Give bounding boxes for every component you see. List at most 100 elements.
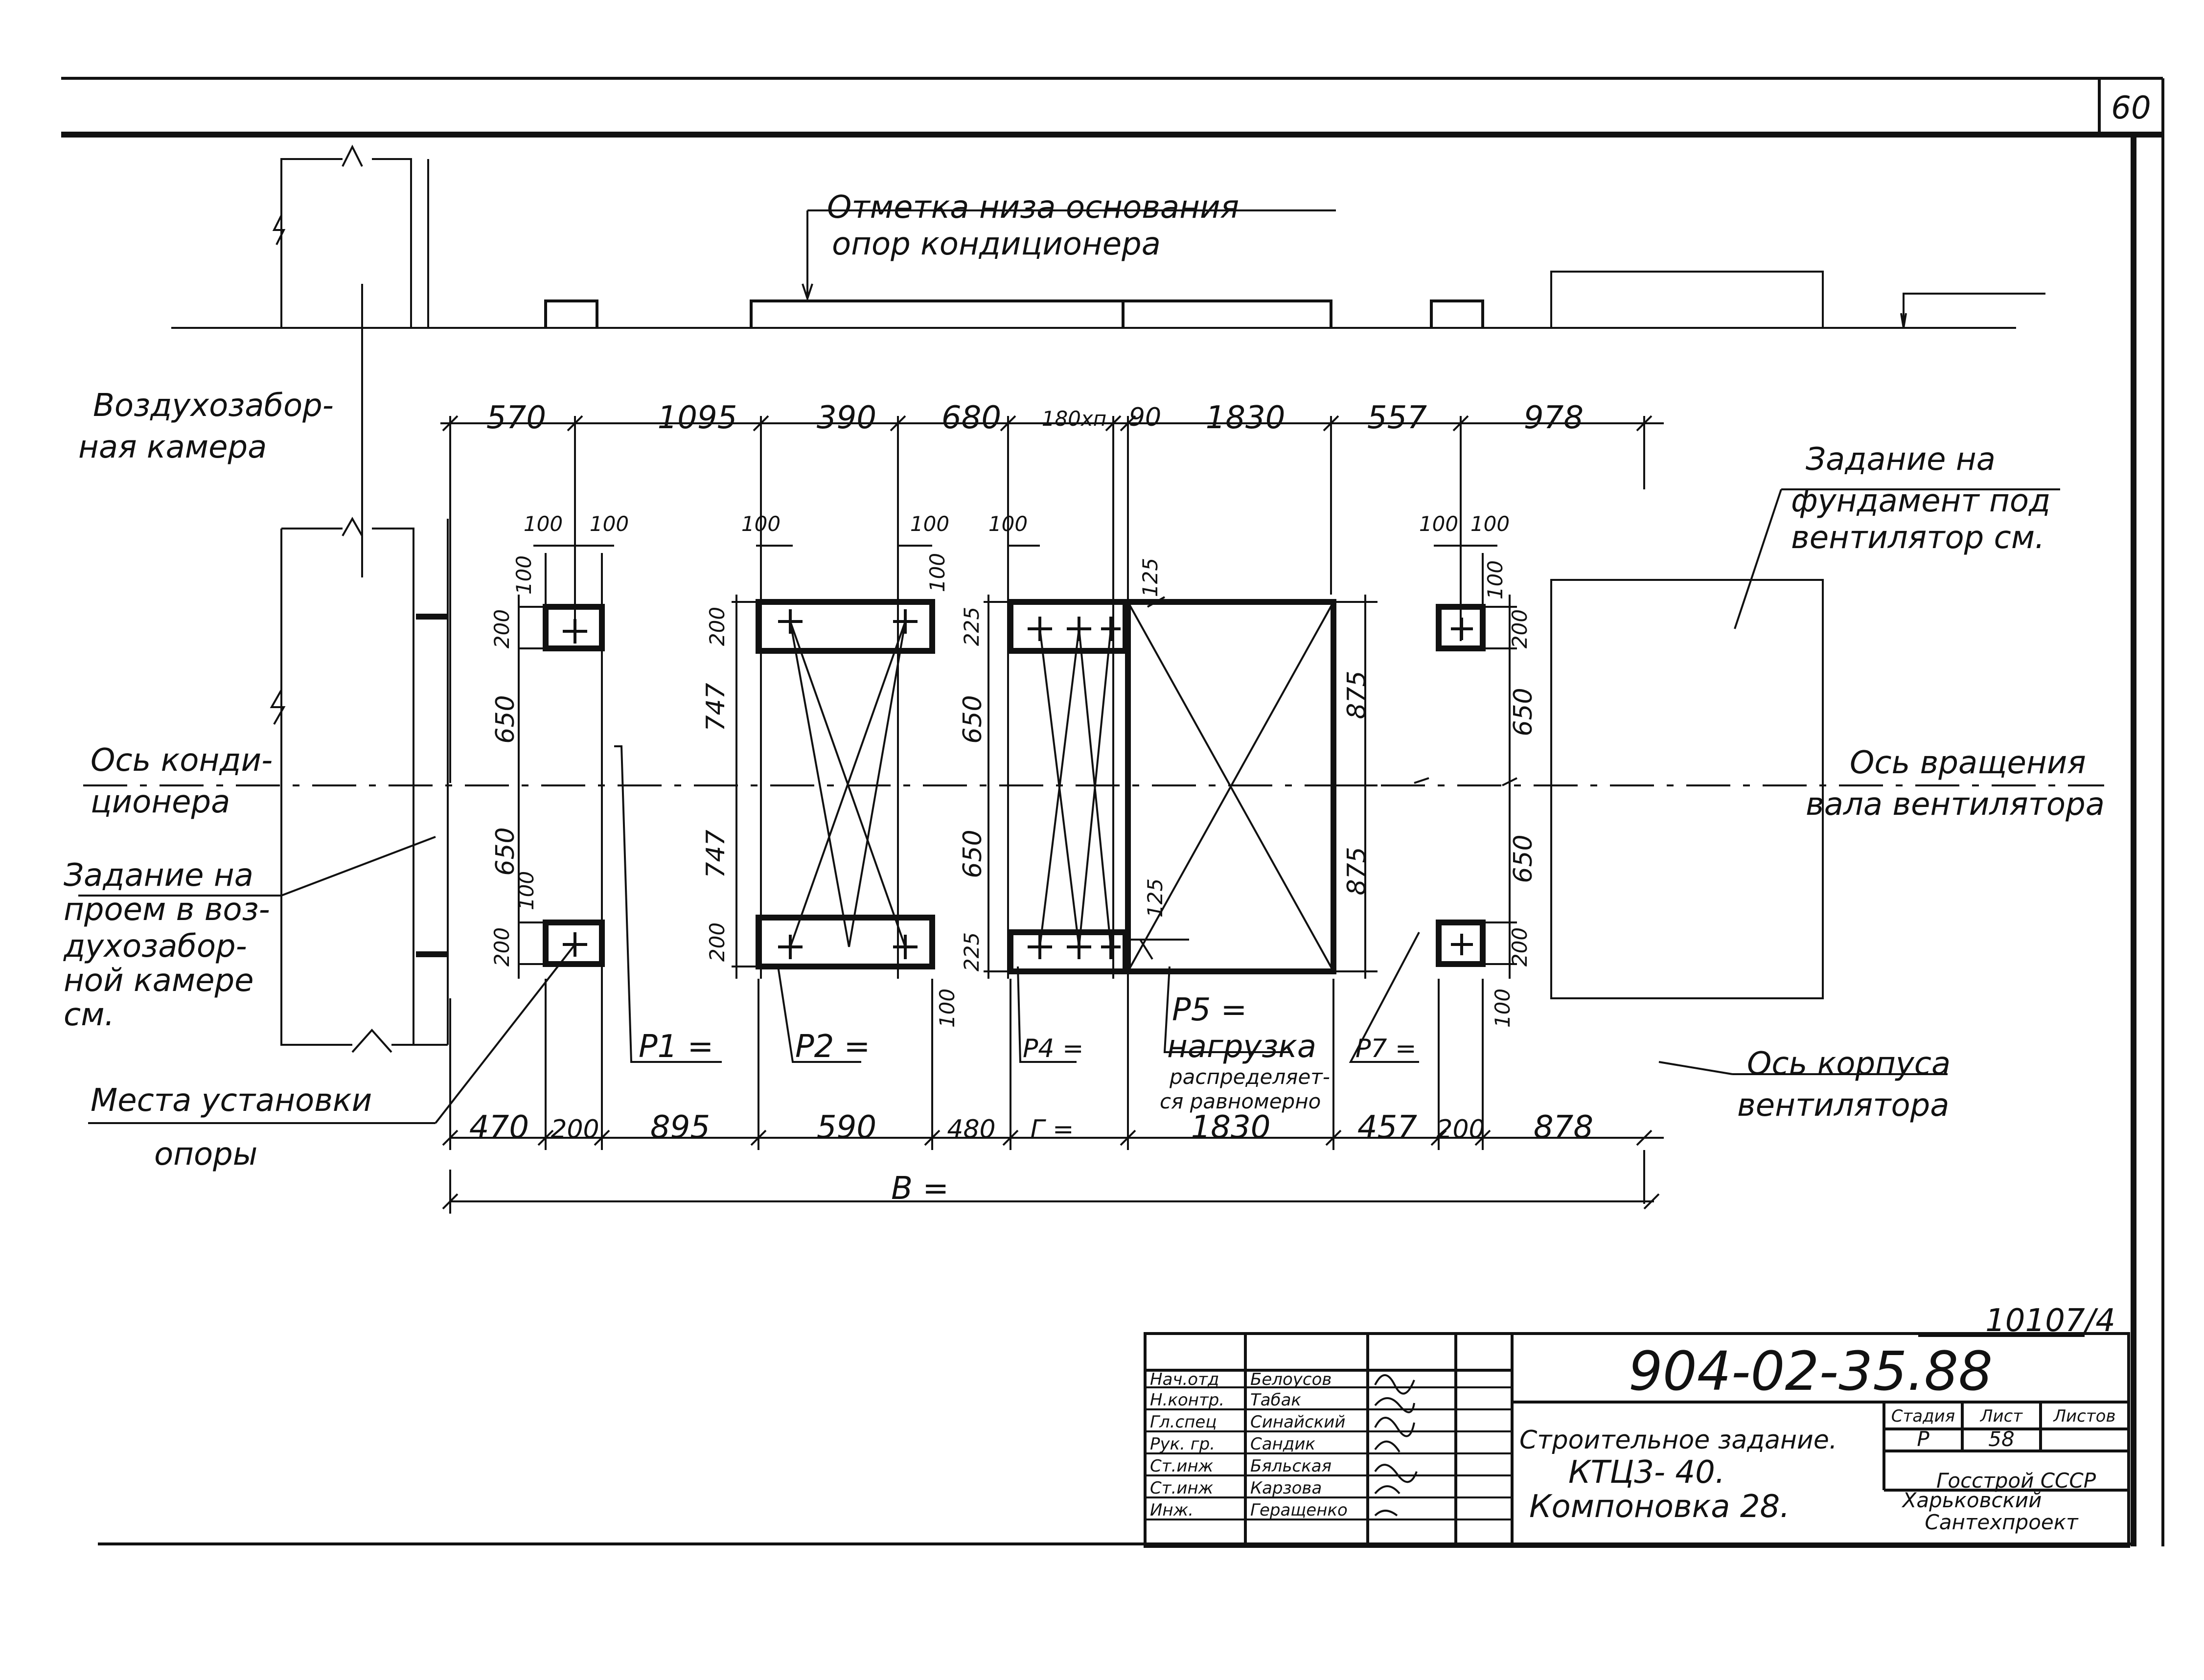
dim-top-978: 978	[1524, 400, 1584, 436]
dim-top-90: 90	[1129, 403, 1161, 432]
dim-650: 650	[491, 827, 520, 875]
role-label: Гл.спец	[1150, 1412, 1217, 1432]
dim-100: 100	[935, 989, 959, 1028]
dim-100: 100	[514, 871, 538, 910]
dim-225: 225	[960, 932, 984, 971]
fan-body-axis-label: вентилятора	[1737, 1087, 1950, 1124]
dim-top-390: 390	[817, 400, 876, 436]
title-block-signatures: Нач.отд Н.контр. Гл.спец Рук. гр. Ст.инж…	[1150, 1370, 1418, 1520]
intake-chamber-label: Воздухозабор-	[93, 388, 334, 424]
dim-200: 200	[1508, 609, 1532, 648]
dim-top-1095: 1095	[658, 400, 737, 436]
dim-bottom-1830: 1830	[1191, 1109, 1271, 1146]
dim-100: 100	[1419, 512, 1458, 536]
opening-task-note: ной камере	[64, 963, 253, 999]
dim-100: 100	[1483, 560, 1507, 599]
organization: Харьковский	[1902, 1488, 2042, 1512]
opening-task-note: духозабор-	[63, 928, 247, 965]
fan-foundation-note: Задание на	[1806, 441, 1996, 478]
dim-650: 650	[1509, 834, 1538, 883]
role-label: Инж.	[1150, 1500, 1194, 1520]
opening-task-note: см.	[64, 997, 115, 1033]
dim-100: 100	[1491, 989, 1515, 1028]
sheet-frame	[61, 77, 2164, 1546]
base-level-note: Отметка низа основания	[827, 189, 1239, 226]
dim-200: 200	[705, 607, 729, 646]
load-p5-note: распределяет-	[1169, 1065, 1330, 1089]
drawing-title: КТЦ3- 40.	[1568, 1454, 1725, 1491]
dim-650: 650	[491, 695, 520, 743]
opening-task-note: проем в воз-	[64, 892, 270, 928]
role-label: Ст.инж	[1150, 1478, 1214, 1498]
drawing-title: Строительное задание.	[1519, 1426, 1837, 1455]
support-pad-2	[732, 545, 935, 979]
fan-foundation-note: фундамент под	[1791, 483, 2050, 519]
load-p2: Р2 =	[795, 1029, 870, 1065]
dim-125: 125	[1138, 558, 1162, 597]
dim-bottom-480: 480	[947, 1115, 995, 1144]
support-places-note: Места установки	[91, 1082, 372, 1119]
dim-875: 875	[1342, 670, 1372, 719]
dim-100: 100	[512, 555, 536, 595]
dim-bottom-200: 200	[1436, 1115, 1485, 1144]
dim-650: 650	[958, 829, 987, 878]
dim-top-680: 680	[941, 400, 1001, 436]
elevation-strip	[171, 144, 2045, 329]
dim-bottom-895: 895	[650, 1109, 710, 1146]
dim-bottom-457: 457	[1357, 1109, 1417, 1146]
load-p5: Р5 =	[1172, 992, 1247, 1028]
dim-top-570: 570	[486, 400, 546, 436]
dim-bottom-200: 200	[551, 1115, 599, 1144]
load-p5-note: ся равномерно	[1160, 1089, 1321, 1113]
dim-bottom-g: Г =	[1030, 1115, 1074, 1144]
dim-100: 100	[988, 512, 1028, 536]
load-p1: Р1 =	[639, 1029, 713, 1065]
dim-bottom-470: 470	[469, 1109, 529, 1146]
support-pad-4	[984, 545, 1128, 979]
role-label: Нач.отд	[1150, 1370, 1219, 1389]
person-name: Табак	[1250, 1390, 1301, 1410]
intake-chamber-label: ная камера	[78, 429, 267, 465]
signature-scribbles	[1374, 1374, 1418, 1517]
stage-value: Р	[1917, 1427, 1929, 1451]
dim-875: 875	[1342, 847, 1372, 895]
support-places-leader	[435, 944, 576, 1124]
fan-shaft-axis-label: вала вентилятора	[1806, 786, 2105, 823]
page-number: 60	[2111, 90, 2151, 126]
dim-747: 747	[701, 829, 731, 878]
opening-task-note: Задание на	[64, 857, 253, 894]
fan-foundation-outline	[1550, 488, 2060, 1075]
bottom-dimension-chain	[442, 979, 1664, 1214]
support-pad-7	[1434, 545, 1517, 979]
dim-100: 100	[910, 512, 949, 536]
sheet-value: 58	[1988, 1427, 2014, 1451]
dim-650: 650	[1509, 688, 1538, 736]
dim-650: 650	[958, 695, 987, 743]
load-p7: Р7 =	[1355, 1034, 1417, 1063]
base-level-note: опор кондиционера	[832, 226, 1161, 262]
dim-100: 100	[1470, 512, 1510, 536]
load-p5-note: нагрузка	[1167, 1029, 1316, 1065]
sheets-label: Листов	[2052, 1406, 2115, 1426]
dim-125: 125	[1143, 878, 1167, 918]
dim-bottom-878: 878	[1534, 1109, 1593, 1146]
support-pad-1	[518, 541, 614, 979]
dim-225: 225	[960, 607, 984, 646]
conditioner-axis-label: Ось конди-	[91, 742, 273, 779]
opening-task-leader	[281, 836, 436, 897]
dim-100: 100	[524, 512, 563, 536]
role-label: Н.контр.	[1150, 1390, 1224, 1410]
person-name: Синайский	[1250, 1412, 1345, 1432]
role-label: Ст.инж	[1150, 1456, 1214, 1476]
organization: Госстрой СССР	[1936, 1469, 2096, 1493]
sheet-label: Лист	[1979, 1406, 2023, 1426]
dim-100: 100	[590, 512, 629, 536]
organization: Сантехпроект	[1925, 1510, 2079, 1534]
dim-200: 200	[705, 922, 729, 962]
support-pad-5	[1125, 595, 1378, 979]
fan-foundation-note: вентилятор см.	[1791, 520, 2044, 556]
top-dimension-chain	[440, 415, 1664, 979]
dim-200: 200	[490, 609, 514, 648]
drawing-code: 904-02-35.88	[1629, 1340, 1993, 1403]
title-block	[1144, 1332, 2130, 1548]
